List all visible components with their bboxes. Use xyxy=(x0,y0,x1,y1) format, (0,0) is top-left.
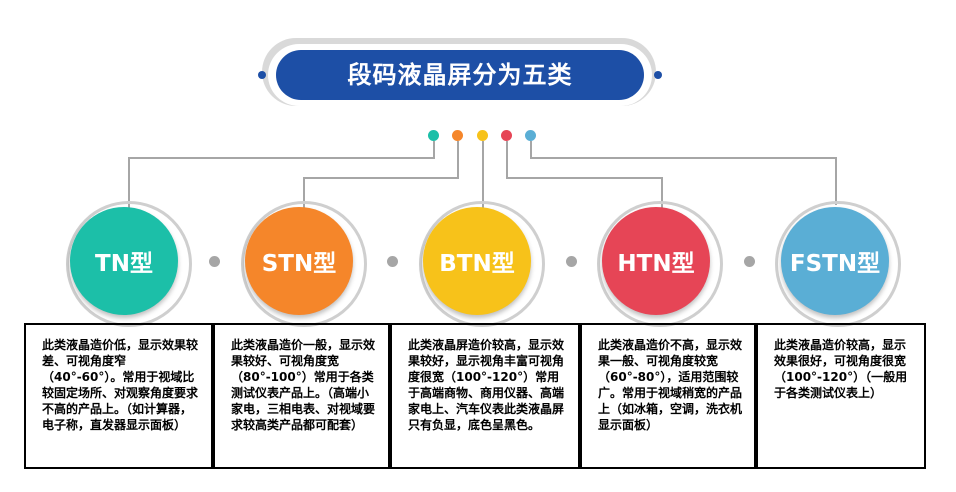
connector-dot-btn xyxy=(477,130,488,141)
separator-dot xyxy=(387,256,398,267)
connector-dot-stn xyxy=(452,130,463,141)
connector-dot-fstn xyxy=(525,130,536,141)
tn-description: 此类液晶造价低，显示效果较差、可视角度窄（40°-60°）。常用于视域比较固定场… xyxy=(26,325,215,467)
tn-circle: TN型 xyxy=(70,207,178,315)
stn-circle: STN型 xyxy=(245,207,353,315)
fstn-ring xyxy=(775,201,901,327)
tn-ring xyxy=(66,201,192,327)
page-title: 段码液晶屏分为五类 xyxy=(276,50,644,100)
connector-line xyxy=(128,157,435,159)
connector-line xyxy=(661,177,663,209)
banner-right-dot xyxy=(654,71,662,79)
connector-dot-htn xyxy=(501,130,512,141)
separator-dot xyxy=(566,256,577,267)
connector-line xyxy=(128,157,130,232)
connector-line xyxy=(835,157,837,205)
htn-ring xyxy=(597,201,723,327)
connector-line xyxy=(482,141,484,208)
description-table: 此类液晶造价低，显示效果较差、可视角度窄（40°-60°）。常用于视域比较固定场… xyxy=(24,323,926,469)
connector-line xyxy=(506,141,508,178)
connector-dot-tn xyxy=(428,130,439,141)
stn-ring xyxy=(241,201,367,327)
connector-line xyxy=(506,177,663,179)
banner-left-dot xyxy=(258,71,266,79)
fstn-description: 此类液晶造价较高，显示效果很好，可视角度很宽（100°-120°）（一般用于各类… xyxy=(774,338,908,400)
separator-dot xyxy=(209,256,220,267)
connector-line xyxy=(303,177,305,209)
htn-circle: HTN型 xyxy=(602,207,710,315)
btn-description: 此类液晶屏造价较高，显示效果较好，显示视角丰富可视角度很宽（100°-120°）… xyxy=(392,325,582,467)
htn-description: 此类液晶造价不高，显示效果一般、可视角度较宽（60°-80°），适用范围较广。常… xyxy=(582,325,758,467)
connector-line xyxy=(433,141,435,158)
btn-ring xyxy=(419,201,545,327)
connector-line xyxy=(530,157,837,159)
connector-line xyxy=(303,177,459,179)
connector-line xyxy=(530,141,532,158)
btn-circle: BTN型 xyxy=(423,207,531,315)
separator-dot xyxy=(744,256,755,267)
connector-line xyxy=(457,141,459,178)
stn-description: 此类液晶造价一般，显示效果较好、可视角度宽（80°-100°）常用于各类测试仪表… xyxy=(215,325,392,467)
fstn-circle: FSTN型 xyxy=(781,207,889,315)
